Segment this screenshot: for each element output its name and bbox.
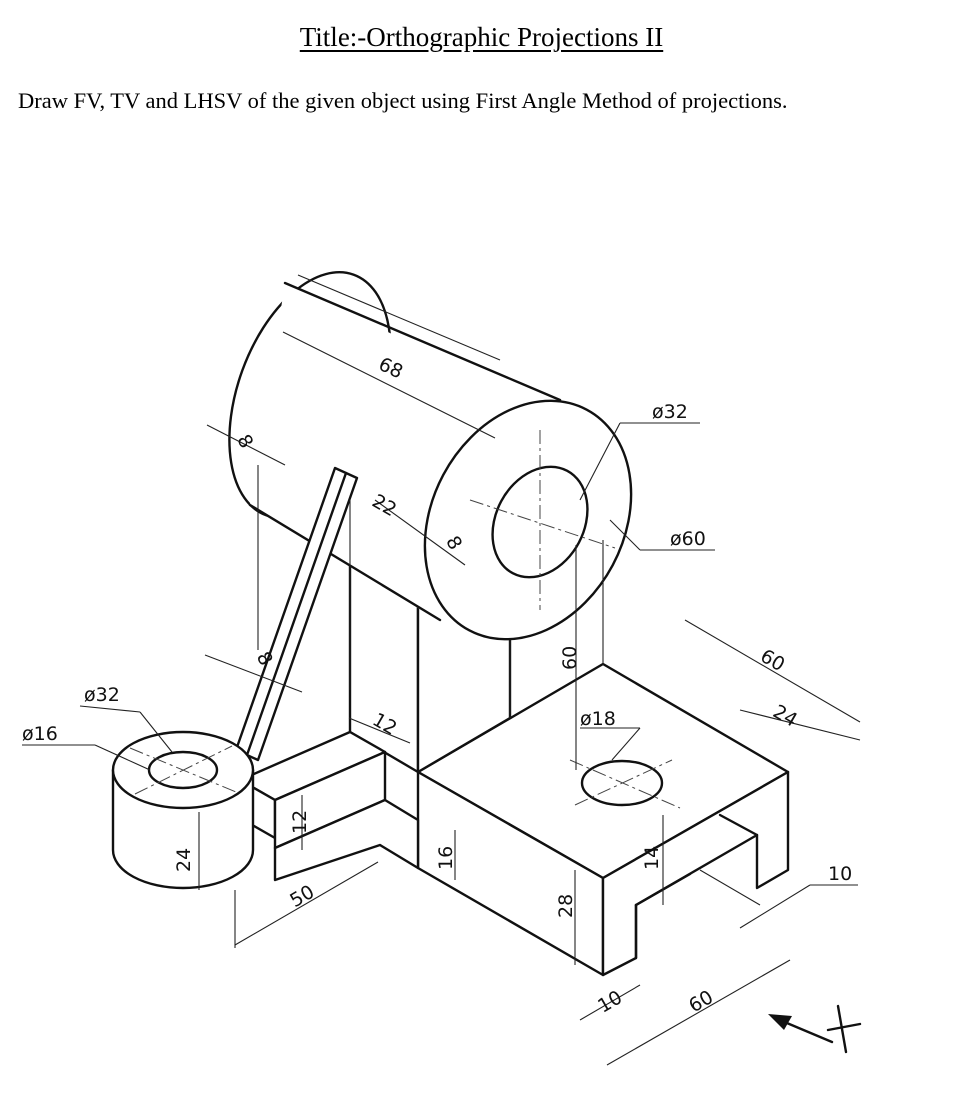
dimension-lines	[22, 274, 861, 1066]
page-title: Title:-Orthographic Projections II	[299, 22, 664, 52]
boss	[111, 730, 255, 890]
dim-24-boss: 24	[173, 848, 195, 872]
inclined-rib	[234, 466, 359, 762]
view-direction-arrow	[768, 1004, 862, 1054]
main-cylinder	[228, 271, 633, 641]
dim-18-hole: ø18	[580, 708, 616, 730]
dim-16-arm: 16	[435, 846, 457, 870]
base-block	[416, 662, 790, 977]
dim-14: 14	[641, 846, 663, 870]
dim-16-hole: ø16	[22, 723, 58, 745]
instruction-text: Draw FV, TV and LHSV of the given object…	[18, 88, 788, 113]
dim-60-outer: ø60	[670, 528, 706, 550]
dim-32-boss: ø32	[84, 684, 120, 706]
dim-60-height: 60	[559, 646, 581, 670]
dim-60-width: 60	[757, 645, 789, 676]
dim-12-arm: 12	[289, 810, 311, 834]
dim-60-length: 60	[685, 986, 717, 1017]
dim-28: 28	[555, 894, 577, 918]
dim-32-bore: ø32	[652, 401, 688, 423]
dim-24-slot: 24	[769, 700, 801, 731]
dim-10-slot: 10	[594, 986, 626, 1017]
dim-50: 50	[286, 881, 318, 912]
dim-10-side: 10	[828, 863, 852, 885]
base-hole	[580, 759, 664, 807]
